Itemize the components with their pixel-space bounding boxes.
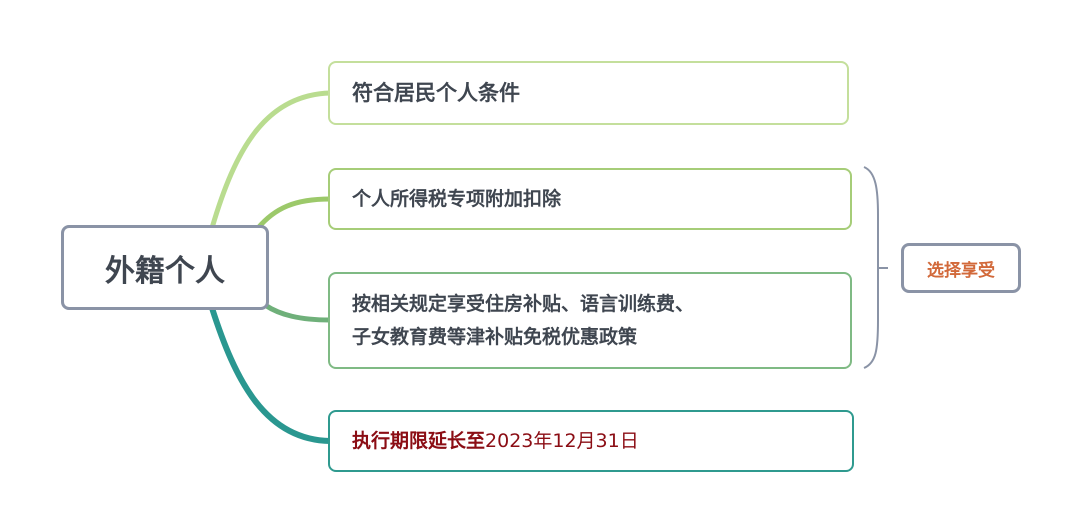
summary-node[interactable]: 选择享受 — [901, 243, 1021, 293]
summary-label: 选择享受 — [927, 260, 995, 281]
branch-node-residency[interactable]: 符合居民个人条件 — [328, 61, 849, 125]
branch-label: 按相关规定享受住房补贴、语言训练费、 子女教育费等津补贴免税优惠政策 — [352, 292, 695, 348]
root-node[interactable]: 外籍个人 — [61, 225, 269, 310]
branch-node-allowance-exemption[interactable]: 按相关规定享受住房补贴、语言训练费、 子女教育费等津补贴免税优惠政策 — [328, 272, 852, 369]
deadline-date: 2023年12月31日 — [485, 429, 639, 452]
branch-node-special-deduction[interactable]: 个人所得税专项附加扣除 — [328, 168, 852, 230]
branch-label: 个人所得税专项附加扣除 — [352, 187, 562, 210]
root-label: 外籍个人 — [105, 253, 225, 289]
branch-label: 符合居民个人条件 — [352, 80, 520, 105]
deadline-prefix: 执行期限延长至 — [352, 429, 486, 452]
